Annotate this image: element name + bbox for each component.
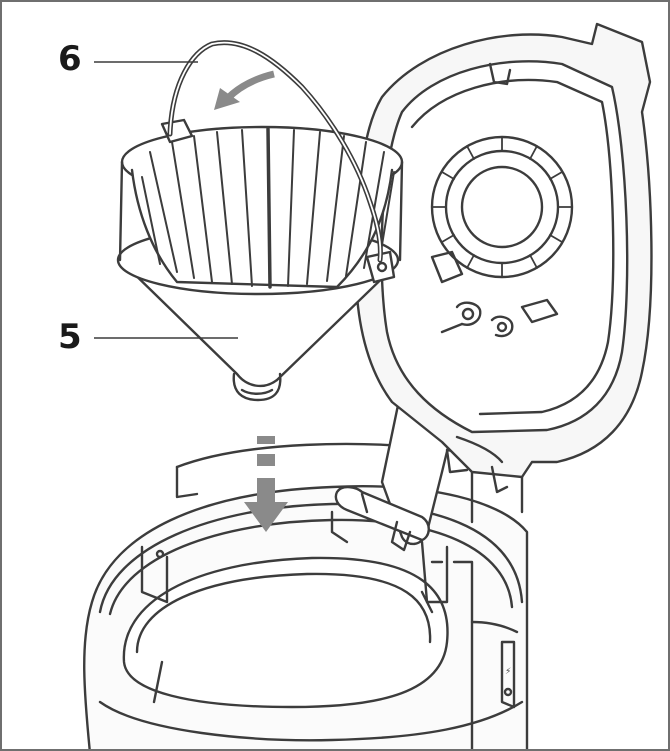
rotate-arrow	[214, 70, 275, 110]
callout-number-6: 6	[58, 39, 82, 79]
filter-holder	[116, 40, 404, 402]
callout-number-5: 5	[58, 317, 82, 357]
insert-down-arrow	[244, 436, 288, 532]
lid	[354, 22, 653, 494]
machine-body: ⚡	[83, 442, 529, 749]
svg-text:⚡: ⚡	[505, 667, 511, 677]
